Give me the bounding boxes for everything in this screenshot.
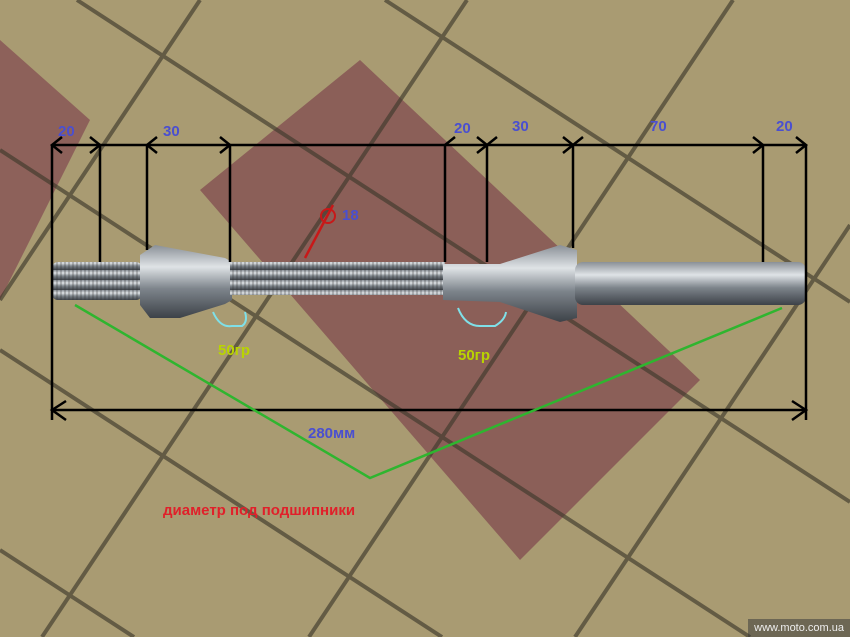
total-length-label: 280мм xyxy=(308,425,355,442)
angle-label-2: 50гр xyxy=(458,347,490,364)
diameter-pointer xyxy=(303,204,336,259)
dimension-lines xyxy=(49,136,809,422)
caption: диаметр под подшипники xyxy=(163,502,355,519)
dim-label-1: 20 xyxy=(58,123,75,140)
dim-label-4: 30 xyxy=(512,118,529,135)
dim-label-3: 20 xyxy=(454,120,471,137)
angle-brackets xyxy=(212,307,507,328)
watermark: www.moto.com.ua xyxy=(748,619,850,637)
bearing-pointer-lines xyxy=(74,303,783,480)
dimension-labels: 20 30 20 30 70 20 18 280мм 50гр 50гр диа… xyxy=(58,118,793,519)
dim-label-2: 30 xyxy=(163,123,180,140)
angle-label-1: 50гр xyxy=(218,342,250,359)
diameter-label: 18 xyxy=(342,207,359,224)
axle-shaft xyxy=(52,245,806,322)
dim-label-6: 20 xyxy=(776,118,793,135)
dim-label-5: 70 xyxy=(650,118,667,135)
